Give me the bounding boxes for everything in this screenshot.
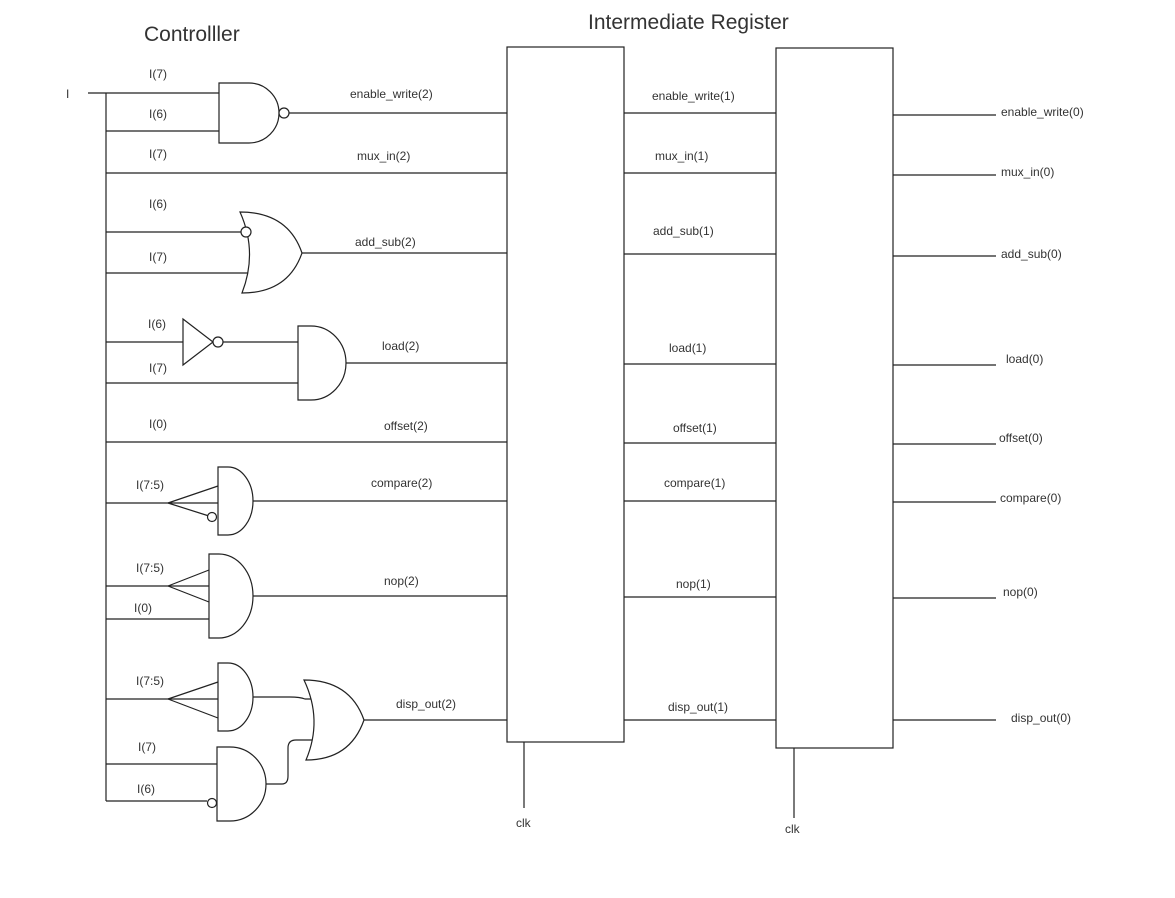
- stage0-nop-label: nop(0): [1003, 585, 1038, 599]
- disp-input-c-label: I(6): [137, 782, 155, 796]
- register-title: Intermediate Register: [588, 11, 789, 34]
- stage2-nop-label: nop(2): [384, 574, 419, 588]
- stage1-enable-write-label: enable_write(1): [652, 89, 735, 103]
- stage1-wires: [624, 112, 776, 721]
- input-bus-label: I: [66, 87, 69, 101]
- nand-input-b-label: I(6): [149, 107, 167, 121]
- stage1-mux-in-label: mux_in(1): [655, 149, 708, 163]
- mux-input-label: I(7): [149, 147, 167, 161]
- clock-label-2: clk: [785, 822, 801, 836]
- stage1-add-sub-label: add_sub(1): [653, 224, 714, 238]
- or-input-a-label: I(6): [149, 197, 167, 211]
- not-gate: [106, 317, 298, 367]
- nand-input-a-label: I(7): [149, 67, 167, 81]
- controller-title: Controlller: [144, 23, 240, 46]
- stage2-mux-in-label: mux_in(2): [357, 149, 410, 163]
- stage1-compare-label: compare(1): [664, 476, 725, 490]
- disp-input-b-label: I(7): [138, 740, 156, 754]
- stage0-mux-in-label: mux_in(0): [1001, 165, 1054, 179]
- clock-label-1: clk: [516, 816, 532, 830]
- nop-input-b-label: I(0): [134, 601, 152, 615]
- stage2-disp-out-label: disp_out(2): [396, 697, 456, 711]
- stage2-enable-write-label: enable_write(2): [350, 87, 433, 101]
- stage1-nop-label: nop(1): [676, 577, 711, 591]
- pipeline-register-2: [775, 47, 894, 749]
- input-bus: [88, 92, 107, 801]
- stage0-load-label: load(0): [1006, 352, 1043, 366]
- or-input-b-label: I(7): [149, 250, 167, 264]
- and-gate-disp-b: [106, 739, 318, 822]
- stage1-offset-label: offset(1): [673, 421, 717, 435]
- and-gate-load: [106, 325, 507, 401]
- stage2-load-label: load(2): [382, 339, 419, 353]
- stage2-compare-label: compare(2): [371, 476, 432, 490]
- nand-gate: [106, 82, 507, 144]
- and-gate-nop: [106, 553, 507, 639]
- nop-input-a-label: I(7:5): [136, 561, 164, 575]
- compare-input-label: I(7:5): [136, 478, 164, 492]
- stage2-offset-label: offset(2): [384, 419, 428, 433]
- or-gate-disp: [303, 679, 507, 761]
- stage0-enable-write-label: enable_write(0): [1001, 105, 1084, 119]
- and-gate-compare: [106, 466, 507, 536]
- stage0-add-sub-label: add_sub(0): [1001, 247, 1062, 261]
- stage0-wires: [893, 114, 996, 721]
- disp-input-a-label: I(7:5): [136, 674, 164, 688]
- stage0-disp-out-label: disp_out(0): [1011, 711, 1071, 725]
- or-gate: [106, 211, 507, 294]
- and-input-b-label: I(7): [149, 361, 167, 375]
- offset-input-label: I(0): [149, 417, 167, 431]
- stage0-offset-label: offset(0): [999, 431, 1043, 445]
- stage1-disp-out-label: disp_out(1): [668, 700, 728, 714]
- stage1-load-label: load(1): [669, 341, 706, 355]
- stage0-compare-label: compare(0): [1000, 491, 1061, 505]
- stage2-add-sub-label: add_sub(2): [355, 235, 416, 249]
- and-gate-disp-a: [106, 662, 318, 732]
- pipeline-register-1: [506, 46, 625, 743]
- not-input-label: I(6): [148, 317, 166, 331]
